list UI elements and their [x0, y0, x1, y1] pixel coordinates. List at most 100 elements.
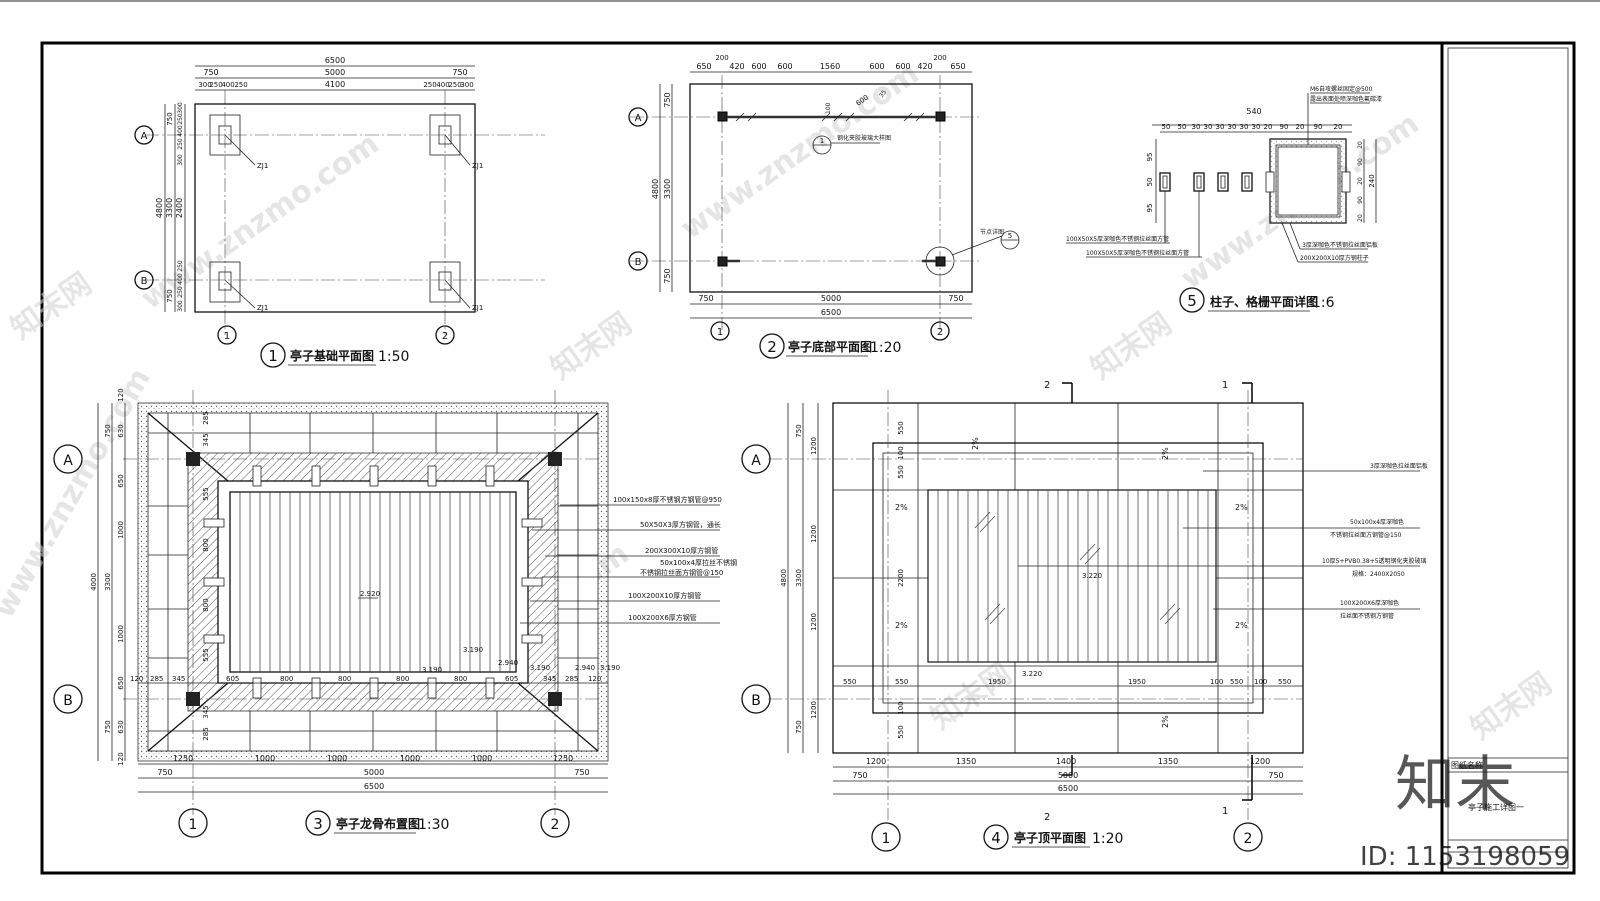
axis-label-2: 2 [937, 327, 943, 338]
dim: 750 [795, 424, 803, 437]
dim: 1250 [553, 754, 573, 763]
dim: 6500 [325, 56, 345, 65]
label: 100x150x8厚不锈钢方钢管@950 [613, 495, 722, 504]
slope: 2% [1235, 621, 1248, 630]
dim: 6500 [1058, 784, 1078, 793]
drawing-name-label: 图纸名称 [1451, 760, 1483, 770]
axis-label-a: A [751, 453, 761, 469]
drawing-title: 亭子顶平面图 [1014, 830, 1086, 845]
watermark-site: www.znzmo.com [675, 56, 926, 246]
label: 10厚5+PVB0.38+5透明钢化夹胶玻璃 [1322, 557, 1427, 565]
dim: 750 [948, 294, 963, 303]
elevation: 2.940 [498, 659, 518, 667]
dim: 20 [1357, 177, 1364, 185]
dim: 1000 [327, 754, 347, 763]
dim: 100 [897, 446, 905, 459]
elevation: 3.220 [1082, 572, 1102, 580]
dim: 650 [696, 62, 711, 71]
dim: 750 [852, 771, 867, 780]
watermark-text: 知末网 [545, 306, 639, 386]
dim: 550 [897, 465, 905, 478]
dim: 250 [177, 113, 184, 125]
dim: 555 [202, 487, 210, 500]
dim: 1950 [1128, 678, 1146, 686]
glass-roof-panel [927, 489, 1217, 663]
footing-tag: ZJ1 [472, 304, 483, 312]
dim: 1200 [810, 701, 818, 719]
dim: 20 [1357, 214, 1364, 222]
dim: 3300 [165, 198, 174, 218]
slope: 2% [1161, 447, 1170, 460]
dim: 300 [177, 300, 184, 312]
drawing-title: 亭子基础平面图 [290, 348, 374, 363]
dim: 1200 [810, 525, 818, 543]
watermark-text: 知末网 [925, 656, 1019, 736]
slope: 2% [971, 437, 980, 450]
dim: 35 [878, 89, 888, 99]
section-mark: 1 [1222, 380, 1228, 391]
axis-label-b: B [751, 693, 761, 709]
dim: 1350 [1158, 757, 1178, 766]
dim: 120 [117, 388, 125, 401]
dim: 800 [280, 675, 293, 683]
dim: 750 [166, 289, 174, 302]
label: 3厚深咖色拉丝面铝板 [1370, 462, 1428, 470]
axis-label-a: A [63, 453, 73, 469]
axis-label-1: 1 [882, 831, 891, 847]
drawing-scale: 1:30 [418, 817, 449, 833]
dim: 1000 [255, 754, 275, 763]
dim: 50 [1162, 123, 1171, 131]
dim: 20 [1334, 123, 1343, 131]
dim: 200 [715, 54, 728, 62]
dim: 420 [729, 62, 744, 71]
dim: 4000 [90, 573, 98, 591]
watermark-site: www.znzmo.com [135, 126, 386, 316]
dim: 100 [897, 701, 905, 714]
label: 100X200X6厚方钢管 [628, 613, 697, 622]
dim: 800 [202, 538, 210, 551]
dim: 90 [1314, 123, 1323, 131]
dim: 2200 [897, 569, 905, 587]
dim: 90 [1280, 123, 1289, 131]
dim: 750 [574, 768, 589, 777]
dim: 605 [226, 675, 239, 683]
bottom-plan: 节点详图 5 1 钢化夹胶玻璃大样图 600 100 35 650 200 42… [628, 54, 1020, 359]
dim: 250 [423, 81, 436, 89]
slope: 2% [895, 621, 908, 630]
dim: 120 [588, 675, 601, 683]
watermark-text: 知末网 [1465, 666, 1559, 746]
dim: 3300 [663, 179, 672, 199]
dim: 550 [1230, 678, 1243, 686]
dim: 600 [751, 62, 766, 71]
dim: 20 [1264, 123, 1273, 131]
dim: 95 [1146, 204, 1154, 213]
drawing-scale: 1:50 [378, 349, 409, 365]
dim: 420 [917, 62, 932, 71]
dim: 20 [1357, 141, 1364, 149]
drawing-title: 亭子龙骨布置图 [336, 816, 420, 831]
dim: 1200 [1250, 757, 1270, 766]
axis-label-1: 1 [717, 327, 723, 338]
dim: 250 [448, 81, 461, 89]
dim: 550 [895, 678, 908, 686]
section-mark: 2 [1044, 380, 1050, 391]
watermark-text: 知末网 [1085, 306, 1179, 386]
dim: 605 [505, 675, 518, 683]
dim: 750 [104, 424, 112, 437]
dim: 750 [795, 720, 803, 733]
dim: 30 [1228, 123, 1237, 131]
dim: 3300 [795, 569, 803, 587]
drawing-scale: 1:6 [1312, 295, 1335, 311]
dim: 1000 [117, 521, 125, 539]
dim: 30 [1192, 123, 1201, 131]
callout-number: 5 [1008, 232, 1012, 240]
dim: 600 [869, 62, 884, 71]
label: 不锈钢拉丝面方钢管@150 [640, 568, 723, 577]
dim: 800 [454, 675, 467, 683]
dim: 600 [777, 62, 792, 71]
dim: 345 [202, 433, 210, 446]
dim: 400 [177, 273, 184, 285]
bottom-outline [689, 83, 973, 293]
dim: 1200 [810, 613, 818, 631]
label: 50x100x4厚拉丝不锈钢 [660, 558, 737, 567]
